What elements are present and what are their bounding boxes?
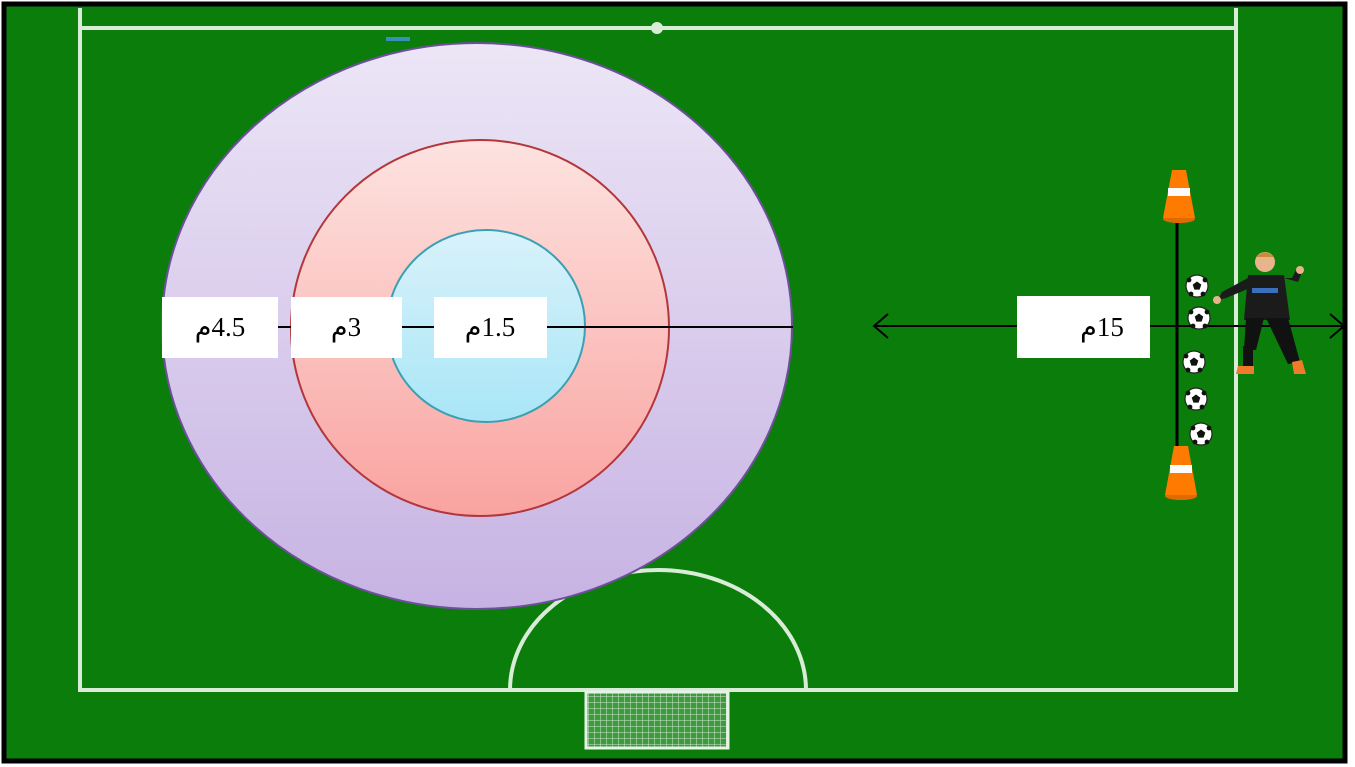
cone-icon <box>1163 170 1195 223</box>
label-distance: 15م <box>1017 296 1150 358</box>
label-middle-radius-text: 3م <box>331 312 361 343</box>
label-outer-radius-text: 4.5م <box>195 312 245 343</box>
soccer-ball-icon <box>1189 422 1213 446</box>
cone-icon <box>1165 446 1197 500</box>
label-inner-radius-text: 1.5م <box>465 312 515 343</box>
label-distance-text: 15م <box>1080 312 1124 343</box>
label-inner-radius: 1.5م <box>434 297 547 358</box>
soccer-ball-icon <box>1187 306 1211 330</box>
player-icon <box>1213 252 1306 374</box>
center-spot <box>651 22 663 34</box>
soccer-ball-icon <box>1185 274 1209 298</box>
label-outer-radius: 4.5م <box>162 297 278 358</box>
soccer-ball-icon <box>1184 387 1208 411</box>
soccer-ball-icon <box>1182 350 1206 374</box>
label-middle-radius: 3م <box>291 297 402 358</box>
small-marker <box>386 37 410 41</box>
goal-icon <box>584 690 730 750</box>
